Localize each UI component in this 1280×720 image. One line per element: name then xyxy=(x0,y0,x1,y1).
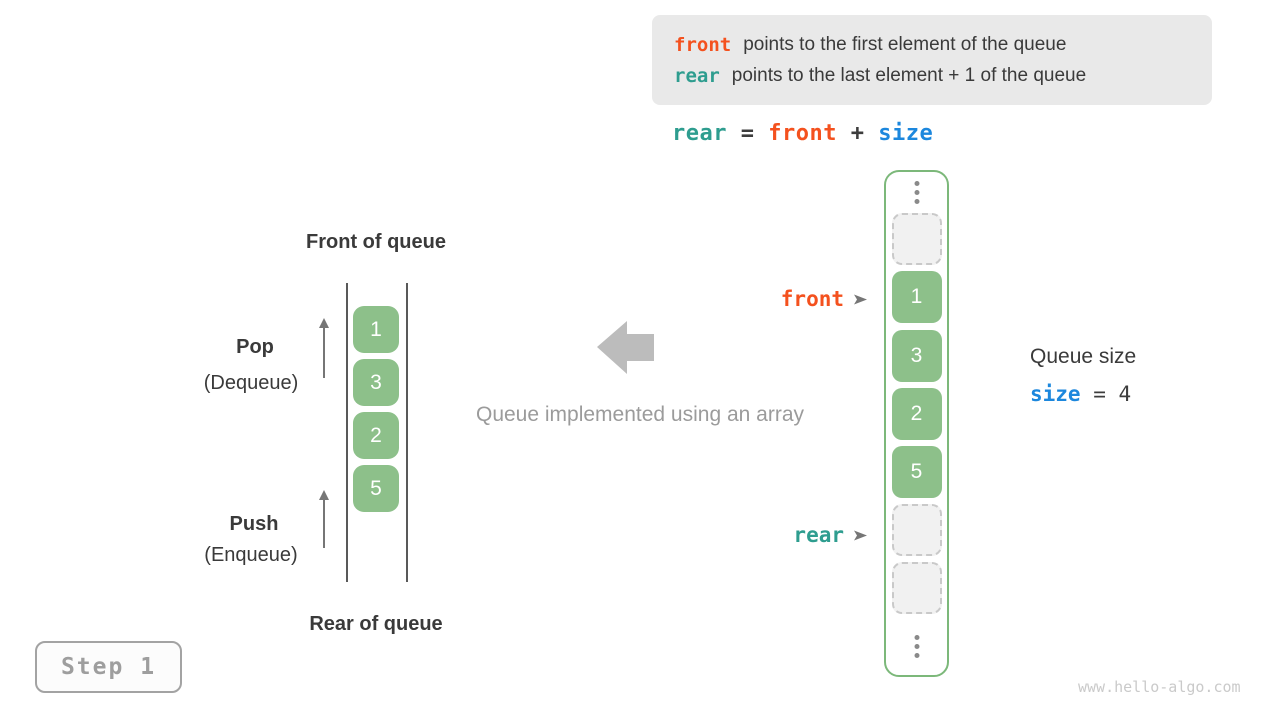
rear-description: points to the last element + 1 of the qu… xyxy=(731,64,1087,86)
queue-size-title: Queue size xyxy=(1030,345,1137,368)
ellipsis-top-icon xyxy=(914,181,919,204)
size-value: = 4 xyxy=(1080,382,1132,406)
array-cell: 3 xyxy=(891,330,942,382)
queue-value: 2 xyxy=(370,423,382,447)
size-keyword: size xyxy=(1030,382,1081,406)
front-of-queue-label: Front of queue xyxy=(306,231,446,253)
size-equation: size = 4 xyxy=(1030,382,1131,407)
front-pointer-label: front xyxy=(780,287,844,311)
queue-value-box: 5 xyxy=(353,465,399,512)
array-cell: 1 xyxy=(891,271,942,323)
rear-pointer: rear xyxy=(793,523,868,547)
formula: rear = front + size xyxy=(672,121,933,146)
formula-plus: + xyxy=(836,121,879,146)
array-cell-empty xyxy=(891,213,942,265)
front-pointer: front xyxy=(781,287,868,311)
enqueue-label: (Enqueue) xyxy=(204,544,298,566)
formula-size: size xyxy=(878,121,934,146)
rear-pointer-label: rear xyxy=(793,523,844,547)
array-cell-value: 5 xyxy=(910,460,923,483)
info-line-rear: rear points to the last element + 1 of t… xyxy=(674,65,1212,87)
front-description: points to the first element of the queue xyxy=(743,33,1067,55)
formula-front: front xyxy=(768,121,837,146)
array-frame: 1 3 2 5 xyxy=(884,170,949,677)
formula-rear: rear xyxy=(672,121,727,146)
push-up-arrow-icon xyxy=(318,490,329,548)
queue-value-box: 2 xyxy=(353,412,399,459)
array-cell: 2 xyxy=(891,388,942,440)
pointer-arrow-icon xyxy=(854,530,867,540)
formula-equals: = xyxy=(726,121,769,146)
front-keyword: front xyxy=(674,33,732,56)
pop-up-arrow-icon xyxy=(318,318,329,378)
step-label: Step 1 xyxy=(60,654,157,680)
rear-keyword: rear xyxy=(674,64,720,87)
pop-label: Pop xyxy=(236,336,274,358)
queue-value-box: 1 xyxy=(353,306,399,353)
info-box: front points to the first element of the… xyxy=(652,15,1212,105)
queue-right-line xyxy=(406,283,408,582)
queue-left-line xyxy=(346,283,348,582)
array-cell-value: 3 xyxy=(910,344,923,367)
array-implementation-caption: Queue implemented using an array xyxy=(475,403,805,426)
watermark: www.hello-algo.com xyxy=(1078,678,1241,696)
dequeue-label: (Dequeue) xyxy=(203,372,299,394)
queue-value: 1 xyxy=(370,317,382,341)
array-cell-empty xyxy=(891,562,942,614)
pointer-arrow-icon xyxy=(854,294,867,304)
rear-of-queue-label: Rear of queue xyxy=(309,613,443,635)
array-cell: 5 xyxy=(891,446,942,498)
left-block-arrow-icon xyxy=(597,320,654,381)
array-cell-value: 1 xyxy=(910,285,923,308)
array-cell-empty xyxy=(891,504,942,556)
array-cell-value: 2 xyxy=(910,402,923,425)
info-line-front: front points to the first element of the… xyxy=(674,34,1212,56)
queue-value-box: 3 xyxy=(353,359,399,406)
queue-value: 3 xyxy=(370,370,382,394)
queue-value: 5 xyxy=(370,476,382,500)
step-badge: Step 1 xyxy=(35,641,182,693)
ellipsis-bottom-icon xyxy=(914,635,919,658)
push-label: Push xyxy=(229,513,279,535)
